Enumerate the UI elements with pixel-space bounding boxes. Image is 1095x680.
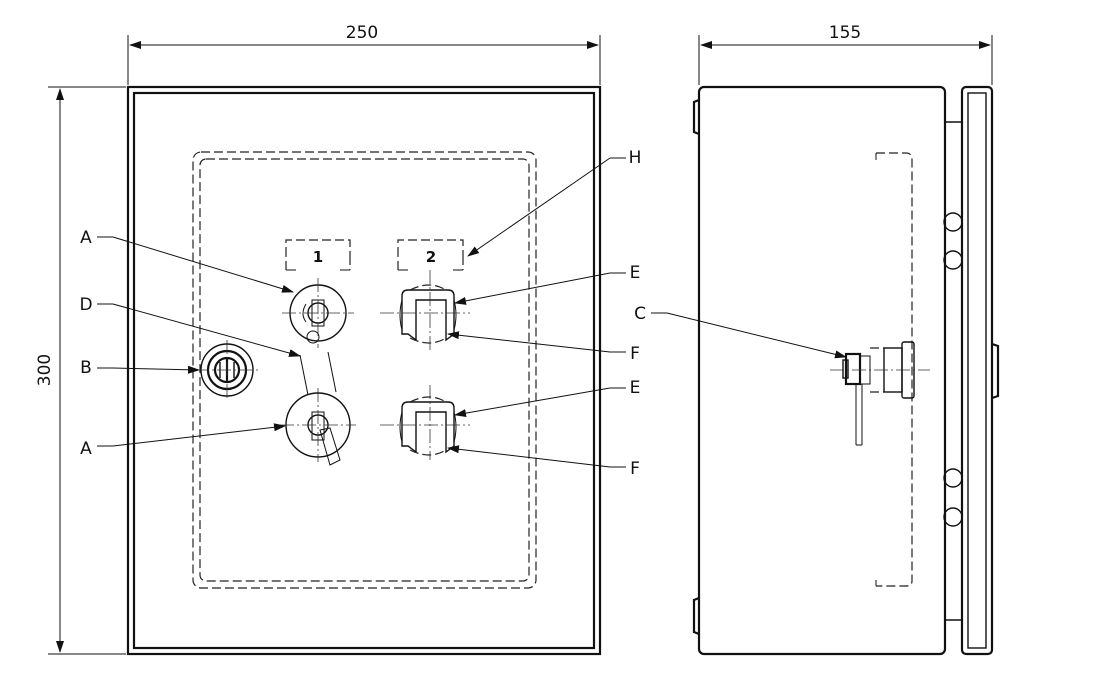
dimension-width: 250 (127, 23, 601, 85)
rotary-switch-top (282, 278, 354, 348)
callout-H: H (467, 148, 642, 257)
rear-hinge-top (692, 98, 700, 136)
front-door-panel (132, 91, 596, 650)
callout-C: C (634, 304, 847, 359)
rear-hinge-bottom (692, 596, 700, 636)
callout-D: D (79, 295, 301, 357)
callout-B-label: B (80, 358, 92, 378)
hinge-knuckle-2 (943, 250, 963, 270)
side-door-inner (967, 92, 987, 649)
callout-E-top: E (454, 263, 641, 305)
callout-C-label: C (634, 304, 646, 324)
dimension-depth: 155 (698, 23, 993, 85)
side-mounting-plate (876, 152, 913, 587)
callout-A-bottom: A (80, 423, 286, 459)
linkage-rod (299, 351, 337, 396)
callout-H-label: H (629, 148, 642, 168)
position-number-2: 2 (426, 248, 436, 266)
dimension-width-label: 250 (346, 23, 378, 43)
callout-E-bottom-label: E (630, 378, 641, 398)
dimension-depth-label: 155 (829, 23, 861, 43)
front-outer-frame (126, 85, 602, 656)
lever-handle-top (380, 270, 470, 350)
callout-F-top: F (447, 331, 640, 364)
callout-A-top: A (80, 228, 294, 293)
dimension-height: 300 (35, 86, 126, 655)
callout-F-bottom: F (447, 445, 640, 479)
front-view: 1 2 (35, 23, 642, 656)
callout-A-bottom-label: A (80, 439, 92, 459)
side-door (960, 85, 994, 656)
label-box-2: 2 (397, 239, 464, 271)
rotary-switch-bottom (280, 388, 356, 466)
label-box-1: 1 (285, 239, 351, 271)
callout-B: B (80, 358, 200, 378)
switch-mechanism-side (830, 341, 930, 446)
hinge-knuckle-1 (943, 212, 963, 232)
hinge-knuckle-4 (943, 507, 963, 527)
position-number-1: 1 (313, 248, 323, 266)
callout-F-top-label: F (630, 344, 640, 364)
hinge-knuckle-3 (943, 468, 963, 488)
door-handle-nub (991, 342, 1000, 400)
callout-A-top-label: A (80, 228, 92, 248)
door-lock (195, 340, 260, 400)
callout-F-bottom-label: F (630, 459, 640, 479)
side-view: 155 C (634, 23, 1000, 656)
callout-D-label: D (79, 295, 92, 315)
lever-handle-bottom (380, 385, 470, 460)
callout-E-top-label: E (630, 263, 641, 283)
callout-E-bottom: E (454, 378, 641, 418)
side-body (697, 85, 947, 656)
dimension-height-label: 300 (35, 354, 55, 386)
